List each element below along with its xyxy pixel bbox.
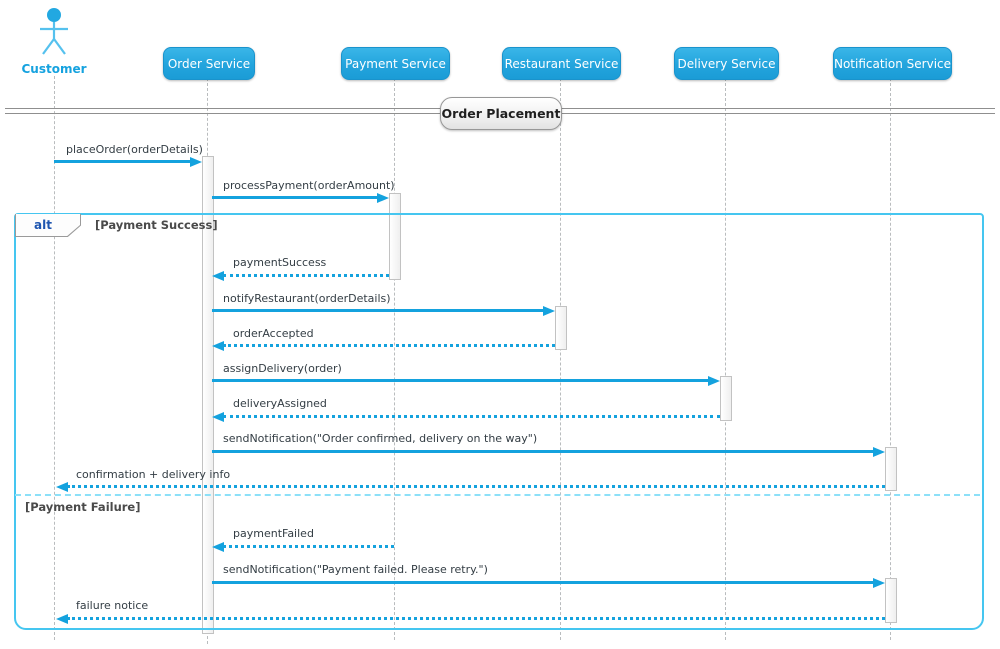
arrowhead-left-icon <box>56 614 68 624</box>
participant-notification-service: Notification Service <box>833 47 952 80</box>
lifeline-notification-service <box>890 78 891 640</box>
arrowhead-left-icon <box>212 542 224 552</box>
activation-order-service <box>202 156 214 634</box>
message-label: confirmation + delivery info <box>76 468 231 481</box>
participant-order-service: Order Service <box>163 47 255 80</box>
message-arrow-line <box>212 450 874 453</box>
message-arrow-line <box>212 196 378 199</box>
arrowhead-right-icon <box>708 376 720 386</box>
message-return-line <box>67 485 885 488</box>
message-label: assignDelivery(order) <box>223 362 342 375</box>
actor-label: Customer <box>21 62 87 76</box>
message-return-line <box>67 617 885 620</box>
activation-payment-service <box>389 193 401 280</box>
message-arrow-line <box>212 379 709 382</box>
customer-actor-icon <box>40 8 68 55</box>
message-label: sendNotification("Payment failed. Please… <box>223 563 488 576</box>
message-label: processPayment(orderAmount) <box>223 179 395 192</box>
message-label: orderAccepted <box>233 327 314 340</box>
message-label: placeOrder(orderDetails) <box>66 143 203 156</box>
message-arrow-line <box>212 309 544 312</box>
arrowhead-left-icon <box>212 271 224 281</box>
arrowhead-right-icon <box>190 157 202 167</box>
message-label: deliveryAssigned <box>233 397 327 410</box>
arrowhead-left-icon <box>212 341 224 351</box>
message-label: failure notice <box>76 599 149 612</box>
divider-title: Order Placement <box>440 97 562 130</box>
alt-operator-box <box>15 214 81 237</box>
lifeline-delivery-service <box>725 78 726 640</box>
activation-delivery-service <box>720 376 732 421</box>
participant-delivery-service: Delivery Service <box>674 47 779 80</box>
arrowhead-right-icon <box>873 578 885 588</box>
arrowhead-right-icon <box>543 306 555 316</box>
participant-payment-service: Payment Service <box>341 47 450 80</box>
message-label: notifyRestaurant(orderDetails) <box>223 292 391 305</box>
message-return-line <box>223 415 720 418</box>
arrowhead-right-icon <box>377 193 389 203</box>
alt-else-divider <box>15 494 980 496</box>
participant-restaurant-service: Restaurant Service <box>502 47 621 80</box>
arrowhead-left-icon <box>212 412 224 422</box>
message-label: paymentSuccess <box>233 256 327 269</box>
lifeline-customer <box>54 76 55 640</box>
alt-frame <box>14 213 984 630</box>
activation-notification-service-2 <box>885 578 897 623</box>
message-label: sendNotification("Order confirmed, deliv… <box>223 432 538 445</box>
lifeline-restaurant-service <box>560 78 561 640</box>
guard-payment-failure: [Payment Failure] <box>25 500 141 514</box>
arrowhead-left-icon <box>56 482 68 492</box>
message-return-line <box>223 274 389 277</box>
message-arrow-line <box>212 581 874 584</box>
message-return-line <box>223 344 555 347</box>
alt-operator-label: alt <box>34 218 52 232</box>
activation-restaurant-service <box>555 306 567 350</box>
lifeline-payment-service <box>394 78 395 640</box>
message-return-line <box>223 545 394 548</box>
guard-payment-success: [Payment Success] <box>95 218 218 232</box>
message-arrow-line <box>54 160 192 163</box>
arrowhead-right-icon <box>873 447 885 457</box>
message-label: paymentFailed <box>233 527 314 540</box>
activation-notification-service-1 <box>885 447 897 491</box>
